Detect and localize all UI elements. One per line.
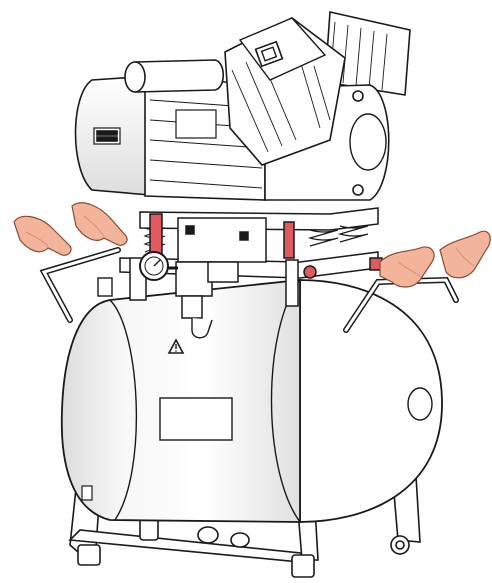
hand-right-2 [439,230,491,279]
hand-icon [13,202,491,288]
foot-left [77,544,101,566]
rating-plate [159,397,233,441]
hand-left-2 [71,202,128,246]
outlet-elbow [191,318,213,339]
pressure-switch-unit [139,217,267,339]
warning-triangle-icon [167,338,185,354]
motor-terminal-box [175,109,217,139]
compressor-pump-heads [224,11,411,201]
drain-valve [197,526,219,544]
hand-right-1 [379,246,435,288]
frame-front-rail [68,529,313,563]
foot-front-right [291,554,315,578]
air-tank [60,277,443,523]
red-damper-right [283,221,295,259]
hand-left-1 [13,215,72,256]
tank-port [407,387,433,421]
